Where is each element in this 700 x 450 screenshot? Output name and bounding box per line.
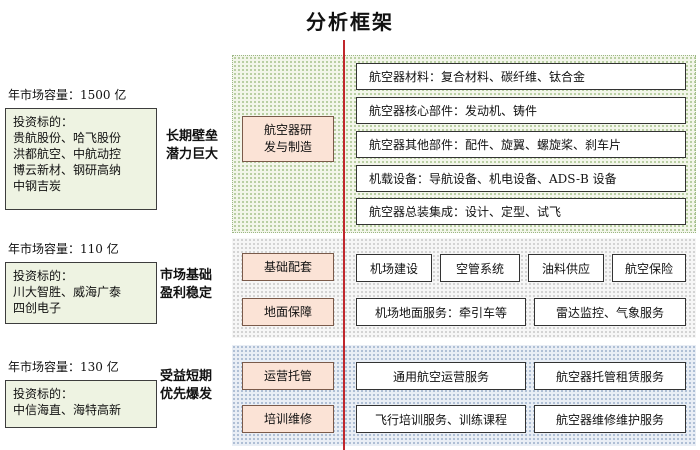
investees-heading: 投资标的： [13,269,74,283]
investee-line: 中信海直、海特高新 [13,403,122,417]
item-box: 飞行培训服务、训练课程 [356,405,526,433]
item-box: 空管系统 [440,254,520,282]
item-box: 通用航空运营服务 [356,362,526,390]
category-box-operations-hosting: 运营托管 [242,362,334,390]
market-size-label: 年市场容量：110 亿 [8,242,119,256]
investee-line: 中钢吉炭 [13,179,62,193]
item-box: 油料供应 [528,254,604,282]
investee-line: 贵航股份、哈飞股份 [13,131,122,145]
item-box: 机场地面服务：牵引车等 [356,298,526,326]
slogan-line: 潜力巨大 [166,147,219,162]
market-size-label: 年市场容量：130 亿 [8,360,119,374]
section-slogan: 市场基础 盈利稳定 [160,267,212,303]
item-box: 航空器材料：复合材料、碳纤维、钛合金 [356,63,686,90]
item-box: 航空器总装集成：设计、定型、试飞 [356,198,686,225]
item-box: 航空器其他部件：配件、旋翼、螺旋桨、刹车片 [356,131,686,158]
item-box: 航空器核心部件：发动机、铸件 [356,97,686,124]
section-slogan: 长期壁垒 潜力巨大 [166,128,218,164]
item-box: 航空器维修维护服务 [534,405,686,433]
category-label-line: 运营托管 [263,368,312,383]
slogan-line: 长期壁垒 [166,129,219,144]
item-box: 机场建设 [356,254,432,282]
investees-heading: 投资标的： [13,387,74,401]
category-box-training-maintenance: 培训维修 [242,405,334,433]
center-divider-line [343,40,345,450]
slogan-line: 盈利稳定 [160,286,213,301]
investee-line: 四创电子 [13,301,62,315]
slogan-line: 市场基础 [160,268,213,283]
category-box-aircraft-rd-manufacturing: 航空器研 发与制造 [242,116,334,162]
diagram-title: 分析框架 [306,10,394,34]
category-label-line: 航空器研 [263,123,312,137]
slogan-line: 优先爆发 [160,387,213,402]
category-label-line: 培训维修 [263,411,312,426]
item-box: 航空器托管租赁服务 [534,362,686,390]
market-size-label: 年市场容量：1500 亿 [8,88,127,102]
category-label-line: 地面保障 [263,304,312,319]
category-box-basic-support: 基础配套 [242,253,334,281]
investees-box: 投资标的： 贵航股份、哈飞股份 洪都航空、中航动控 博云新材、钢研高纳 中钢吉炭 [5,108,157,210]
investee-line: 川大智胜、威海广泰 [13,285,122,299]
category-label-line: 基础配套 [263,259,312,274]
investees-heading: 投资标的： [13,115,74,129]
category-box-ground-support: 地面保障 [242,298,334,326]
investees-box: 投资标的： 中信海直、海特高新 [5,380,157,428]
section-slogan: 受益短期 优先爆发 [160,368,212,404]
category-label-line: 发与制造 [263,140,312,154]
item-box: 机载设备：导航设备、机电设备、ADS-B 设备 [356,165,686,192]
item-box: 航空保险 [612,254,686,282]
investee-line: 博云新材、钢研高纳 [13,163,122,177]
item-box: 雷达监控、气象服务 [534,298,686,326]
slogan-line: 受益短期 [160,369,213,384]
investees-box: 投资标的： 川大智胜、威海广泰 四创电子 [5,262,157,324]
investee-line: 洪都航空、中航动控 [13,147,122,161]
